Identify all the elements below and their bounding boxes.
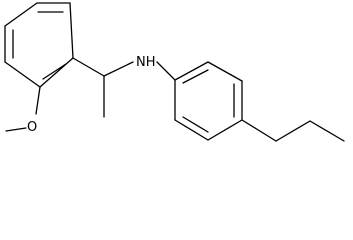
propyl-chain — [241, 119, 345, 142]
ring2-double-3 — [182, 116, 209, 133]
ch-to-nh-bond — [103, 61, 134, 77]
ring-to-ch-bond — [72, 57, 105, 77]
oxygen-to-methyl-bond — [5, 127, 27, 132]
ring1-bond-3 — [39, 57, 74, 88]
ring2-bond-5 — [174, 119, 209, 141]
ring2-bond-2 — [207, 61, 243, 82]
methoxyphenyl-ring — [4, 2, 74, 88]
ring-to-oxygen-bond — [35, 86, 41, 115]
oxygen-label: O — [27, 120, 37, 135]
ring1-bond-4 — [4, 61, 41, 88]
ethyl-bridge — [72, 57, 134, 118]
nh-label: NH — [136, 55, 156, 70]
ch2-to-ch3-bond — [309, 120, 345, 142]
ring1-bond-2 — [69, 2, 74, 59]
ring2-double-1 — [182, 69, 209, 84]
nh-to-ring-bond — [156, 61, 176, 81]
molecule-drawing: O NH — [4, 2, 345, 142]
ring-to-ch2-bond — [241, 119, 277, 142]
structure-canvas: O NH — [4, 2, 345, 142]
ring2-bond-4 — [207, 119, 243, 141]
propylphenyl-ring — [174, 61, 243, 141]
methoxy-group: O — [5, 86, 41, 135]
ring2-bond-1 — [174, 61, 209, 81]
ring1-double-2 — [42, 63, 67, 80]
ch2-to-ch2-bond — [275, 120, 311, 142]
ring1-bond-6 — [4, 2, 38, 27]
